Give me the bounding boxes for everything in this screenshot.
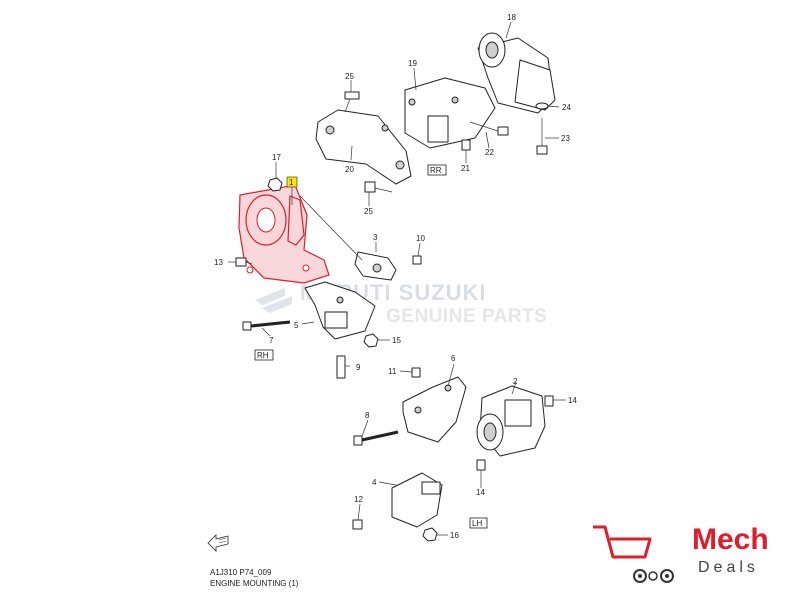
bolt-23 xyxy=(536,118,548,155)
diagram-code: A1J310 P74_009 xyxy=(210,568,272,577)
nut-17 xyxy=(267,177,283,192)
callout-25-bottom: 25 xyxy=(364,207,373,216)
watermark-sub: GENUINE PARTS xyxy=(386,306,547,327)
watermark: MARUTI SUZUKI GENUINE PARTS xyxy=(255,280,547,327)
callout-5: 5 xyxy=(294,321,299,330)
callout-18: 18 xyxy=(507,13,516,22)
callout-3: 3 xyxy=(373,233,378,242)
bolt-14-right xyxy=(544,395,554,407)
bolt-12 xyxy=(352,519,363,530)
callouts: 1 2 3 4 5 6 7 8 9 10 11 12 13 14 14 15 1… xyxy=(214,13,577,540)
tag-lh-label: LH xyxy=(472,519,482,528)
callout-23: 23 xyxy=(561,134,570,143)
mechdeals-logo: Mech Deals xyxy=(592,523,792,590)
callout-14-right: 14 xyxy=(568,396,577,405)
callout-4: 4 xyxy=(372,478,377,487)
callout-21: 21 xyxy=(461,164,470,173)
part-19-rear-bracket xyxy=(404,77,496,149)
callout-13: 13 xyxy=(214,258,223,267)
callout-15: 15 xyxy=(392,336,401,345)
tag-rr: RR xyxy=(427,164,447,176)
callout-7: 7 xyxy=(269,336,274,345)
callout-11: 11 xyxy=(388,367,397,376)
tag-rr-label: RR xyxy=(430,166,442,175)
mechdeals-cart-icon xyxy=(593,525,674,583)
callout-9: 9 xyxy=(356,363,361,372)
callout-14-bottom: 14 xyxy=(476,488,485,497)
front-arrow-icon xyxy=(207,534,229,552)
tag-rh: RH xyxy=(254,349,274,361)
logo-mech-text: Mech xyxy=(692,523,769,556)
part-1-rh-mount-highlighted xyxy=(238,184,330,284)
callout-10: 10 xyxy=(416,234,425,243)
part-2-lh-mount xyxy=(476,385,546,457)
nut-15 xyxy=(363,333,379,348)
tag-rh-label: RH xyxy=(257,351,269,360)
callout-12: 12 xyxy=(354,495,363,504)
part-3-plate xyxy=(354,251,397,281)
leader-lines xyxy=(228,21,566,536)
bolt-14-bottom xyxy=(476,459,486,471)
part-4-lh-bracket xyxy=(391,472,443,528)
callout-25-top: 25 xyxy=(345,72,354,81)
washer-24 xyxy=(535,102,549,110)
bolt-25-bottom xyxy=(364,181,393,193)
bolt-25-top xyxy=(344,91,360,113)
callout-8: 8 xyxy=(365,411,370,420)
part-5-rh-bracket xyxy=(304,281,376,340)
bolt-11 xyxy=(411,367,421,378)
bolt-21 xyxy=(461,139,471,151)
callout-24: 24 xyxy=(562,103,571,112)
callout-16: 16 xyxy=(450,531,459,540)
logo-deals-text: Deals xyxy=(698,559,759,576)
nut-16 xyxy=(422,527,438,542)
callout-22: 22 xyxy=(485,148,494,157)
callout-19: 19 xyxy=(408,59,417,68)
tag-lh: LH xyxy=(469,517,488,529)
bolt-7 xyxy=(242,320,291,331)
callout-20: 20 xyxy=(345,165,354,174)
callout-17: 17 xyxy=(272,153,281,162)
bolt-9 xyxy=(336,355,346,379)
callout-2: 2 xyxy=(513,377,518,386)
callout-1: 1 xyxy=(289,178,294,187)
callout-6: 6 xyxy=(451,354,456,363)
diagram-title: ENGINE MOUNTING (1) xyxy=(210,579,299,588)
part-6-lh-bracket xyxy=(402,376,467,443)
bolt-22 xyxy=(469,121,509,136)
bolt-10 xyxy=(412,255,422,265)
part-20-rear-bracket xyxy=(315,109,412,185)
bolt-8 xyxy=(353,430,399,446)
callout-1-box xyxy=(286,176,298,188)
